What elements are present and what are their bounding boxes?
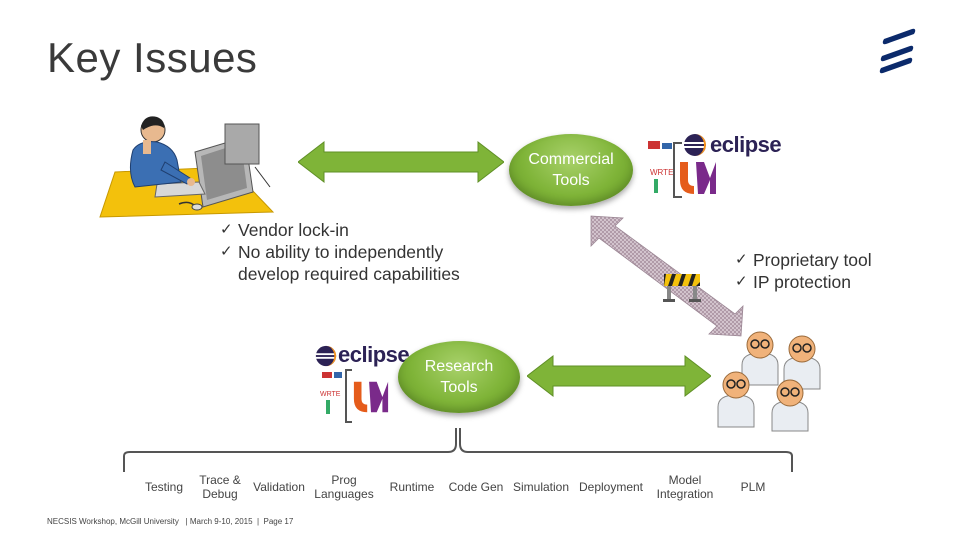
proprietary-issues-list: ✓ Proprietary tool ✓ IP protection (735, 249, 872, 293)
page-title: Key Issues (47, 34, 258, 81)
category-testing: Testing (140, 480, 188, 494)
research-double-arrow (527, 354, 711, 398)
slide-footer: NECSIS Workshop, McGill University | Mar… (47, 517, 294, 526)
category-label: Runtime (389, 480, 435, 494)
category-label: PLM (740, 480, 766, 494)
check-icon: ✓ (735, 273, 748, 290)
category-label: Testing (144, 480, 184, 494)
vendor-issues-list: ✓ Vendor lock-in ✓ No ability to indepen… (220, 219, 460, 285)
svg-text:WRTE: WRTE (650, 168, 673, 177)
category-code-gen: Code Gen (446, 480, 506, 494)
vendor-issue-text: Vendor lock-in (238, 220, 349, 240)
research-tools-line1: Research (424, 358, 494, 375)
vendor-issue-item-continued: develop required capabilities (220, 263, 460, 285)
researchers-illustration (717, 331, 821, 432)
svg-text:WRTE: WRTE (320, 391, 341, 398)
category-validation: Validation (250, 480, 308, 494)
eclipse-logo-icon (315, 345, 337, 367)
category-label: Simulation (512, 480, 570, 494)
proprietary-issue-text: Proprietary tool (753, 250, 872, 270)
category-label: Languages (314, 487, 374, 501)
developer-illustration (99, 116, 275, 218)
capabilities-brace (123, 428, 793, 472)
proprietary-issue-text: IP protection (753, 272, 851, 292)
category-runtime: Runtime (384, 480, 440, 494)
eclipse-logo-icon (684, 134, 706, 156)
check-icon: ✓ (220, 221, 233, 238)
category-label: Prog (331, 473, 357, 487)
category-label: Debug (202, 487, 238, 501)
vendor-issue-text: develop required capabilities (238, 264, 460, 284)
category-model-integration: Model Integration (650, 473, 720, 501)
vendor-double-arrow (298, 140, 504, 184)
category-label: Validation (253, 480, 305, 494)
category-label: Model (668, 473, 702, 487)
ericsson-logo (879, 28, 916, 74)
commercial-tools-line1: Commercial (528, 151, 614, 168)
bracket-icon: WRTE (320, 369, 352, 423)
check-icon: ✓ (220, 243, 233, 260)
research-tools-bubble: Research Tools (398, 341, 520, 413)
category-label: Deployment (578, 480, 644, 494)
commercial-tool-logos: WRTE eclipse (642, 130, 782, 205)
eclipse-wordmark: eclipse (710, 132, 782, 157)
category-label: Code Gen (448, 480, 504, 494)
researcher-figure (741, 331, 779, 386)
category-simulation: Simulation (508, 480, 574, 494)
category-trace-debug: Trace & Debug (192, 473, 248, 501)
commercial-tools-bubble: Commercial Tools (509, 134, 633, 206)
category-label: Integration (656, 487, 714, 501)
eclipse-wordmark: eclipse (338, 342, 410, 367)
proprietary-issue-item: ✓ Proprietary tool (735, 249, 872, 271)
barrier-icon (663, 274, 701, 302)
bracket-icon: WRTE (648, 141, 682, 198)
vendor-issue-text: No ability to independently (238, 242, 444, 262)
research-tool-logos: eclipse WRTE (312, 340, 412, 425)
category-deployment: Deployment (576, 480, 646, 494)
category-prog-languages: Prog Languages (312, 473, 376, 501)
check-icon: ✓ (735, 251, 748, 268)
uml-logo-icon (680, 162, 716, 194)
proprietary-issue-item: ✓ IP protection (735, 271, 872, 293)
commercial-tools-line2: Tools (552, 172, 590, 189)
category-plm: PLM (728, 480, 778, 494)
category-label: Trace & (199, 473, 241, 487)
vendor-issue-item: ✓ Vendor lock-in (220, 219, 460, 241)
research-tools-line2: Tools (440, 379, 478, 396)
vendor-issue-item: ✓ No ability to independently (220, 241, 460, 263)
uml-logo-icon (353, 381, 389, 413)
